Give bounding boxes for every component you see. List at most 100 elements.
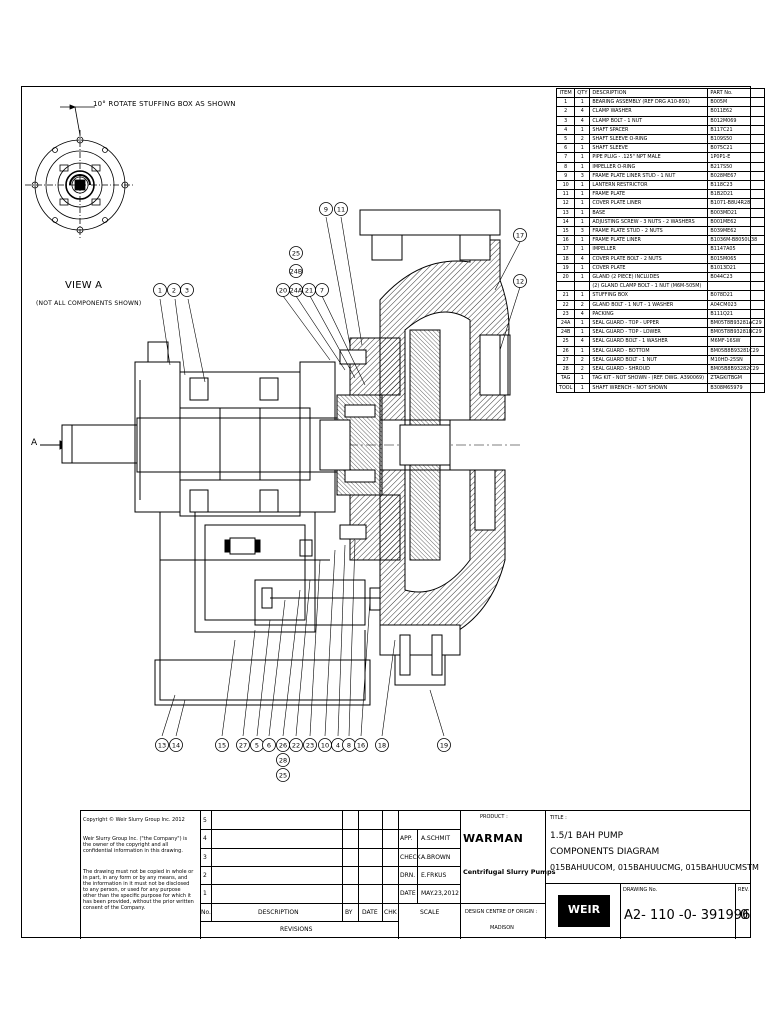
parts-description-cell: TAG KIT - NOT SHOWN - (REF. DWG. A390069… <box>589 373 709 384</box>
parts-description-cell: COVER PLATE <box>589 262 709 274</box>
balloon-label: 3 <box>185 286 189 294</box>
callout-balloon-22: 22 <box>289 738 303 752</box>
brand-subtitle: Centrifugal Slurry Pumps <box>463 868 556 876</box>
callout-balloon-12: 12 <box>513 274 527 288</box>
parts-qty-cell: 1 <box>574 152 591 163</box>
parts-number-cell: B015M065 <box>707 253 765 264</box>
callout-balloon-25: 25 <box>276 768 290 782</box>
bearing-assembly <box>134 341 381 706</box>
parts-description-cell: PACKING <box>589 308 709 320</box>
parts-qty-cell: 2 <box>574 364 591 375</box>
copy-notice: The drawing must not be copied in whole … <box>83 869 194 911</box>
rev-col-description: DESCRIPTION <box>258 909 299 916</box>
balloon-label: 23 <box>306 741 314 749</box>
parts-qty-cell: 1 <box>574 327 591 338</box>
parts-number-cell: B1013D21 <box>707 262 765 274</box>
parts-qty-cell: 4 <box>574 308 591 320</box>
parts-number-cell: B075C21 <box>707 143 765 154</box>
balloon-circle <box>513 274 527 288</box>
parts-item-cell: 10 <box>555 180 576 191</box>
callout-balloon-16: 16 <box>354 738 368 752</box>
date-label: DATE <box>400 890 416 897</box>
parts-item-cell: 9 <box>555 170 576 182</box>
rev-col-chk: CHK <box>384 909 397 916</box>
parts-description-cell: SHAFT SLEEVE <box>589 143 709 154</box>
parts-qty-cell: 1 <box>574 143 591 154</box>
parts-description-cell: BASE <box>589 207 709 218</box>
view-a-label: VIEW A <box>65 280 103 291</box>
parts-number-cell: ZTAGKITBGM <box>707 373 765 384</box>
parts-number-cell: B005M <box>707 97 765 108</box>
parts-qty-cell <box>574 281 591 292</box>
parts-description-cell: GLAND BOLT - 1 NUT - 1 WASHER <box>589 299 709 310</box>
parts-number-cell: B001ME62 <box>707 216 765 228</box>
parts-number-cell: B111Q21 <box>707 308 765 320</box>
parts-qty-cell: 1 <box>574 161 591 172</box>
parts-header-row: ITEM QTY DESCRIPTION PART No. <box>555 87 765 99</box>
parts-qty-cell: 1 <box>574 207 591 218</box>
parts-description-cell: ADJUSTING SCREW - 3 NUTS - 2 WASHERS <box>589 216 709 228</box>
balloon-label: 16 <box>357 741 365 749</box>
balloon-circle <box>180 283 194 297</box>
parts-qty-cell: 1 <box>574 290 591 301</box>
callout-balloon-23: 23 <box>303 738 317 752</box>
leader-lines <box>159 216 521 737</box>
parts-description-cell: FRAME PLATE STUD - 2 NUTS <box>589 226 709 237</box>
parts-description-cell: SHAFT SLEEVE O-RING <box>589 134 709 145</box>
rev-value: 0 <box>740 908 749 923</box>
balloon-label: 24B <box>290 267 303 275</box>
parts-item-cell: 19 <box>555 262 576 274</box>
parts-description-cell: IMPELLER <box>589 244 709 255</box>
balloon-label: 18 <box>378 741 386 749</box>
parts-description-cell: (2) GLAND CLAMP BOLT - 1 NUT (M6M-505M) <box>589 281 709 292</box>
balloon-label: 24A <box>290 286 303 294</box>
parts-number-cell: B044C23 <box>707 272 765 283</box>
balloon-label: 7 <box>320 286 324 294</box>
parts-qty-cell: 1 <box>574 97 591 108</box>
balloon-circle <box>276 753 290 767</box>
title-block: Copyright © Weir Slurry Group Inc. 2012 … <box>80 810 759 939</box>
balloon-label: 19 <box>440 741 448 749</box>
parts-description-cell: SEAL GUARD BOLT - 1 WASHER <box>589 336 709 347</box>
parts-item-cell: 5 <box>555 134 576 145</box>
parts-description-cell: IMPELLER O-RING <box>589 161 709 172</box>
balloon-label: 5 <box>255 741 259 749</box>
balloon-circle <box>169 738 183 752</box>
balloon-circle <box>276 768 290 782</box>
shaft <box>61 417 338 473</box>
rotate-note: 10° ROTATE STUFFING BOX AS SHOWN <box>93 100 236 108</box>
confidential-notice: Weir Slurry Group Inc. ("the Company") i… <box>83 836 188 854</box>
parts-item-cell: 24A <box>555 318 576 329</box>
check-value: A.BROWN <box>421 854 451 861</box>
parts-description-cell: SEAL GUARD BOLT - 1 NUT <box>589 354 709 366</box>
callout-balloon-15: 15 <box>215 738 229 752</box>
parts-number-cell: B1071-B8U4R28 <box>707 198 765 209</box>
balloon-label: 28 <box>279 756 287 764</box>
parts-qty-cell: 1 <box>574 216 591 228</box>
callout-balloon-24a: 24A <box>289 283 303 297</box>
parts-number-cell: BM05T8B93281BC29 <box>707 327 765 338</box>
parts-qty-cell: 3 <box>574 226 591 237</box>
rev-no-5: 5 <box>203 817 207 824</box>
parts-number-cell: B109S50 <box>707 134 765 145</box>
parts-number-cell: B118C23 <box>707 180 765 191</box>
balloon-label: 26 <box>279 741 287 749</box>
balloon-label: 20 <box>279 286 287 294</box>
callout-balloon-21: 21 <box>302 283 316 297</box>
balloon-circle <box>375 738 389 752</box>
check-label: CHECK <box>400 854 421 861</box>
rev-no-4: 4 <box>203 835 207 842</box>
header-description: DESCRIPTION <box>589 87 709 99</box>
drawing-no-label: DRAWING No. <box>623 887 658 893</box>
